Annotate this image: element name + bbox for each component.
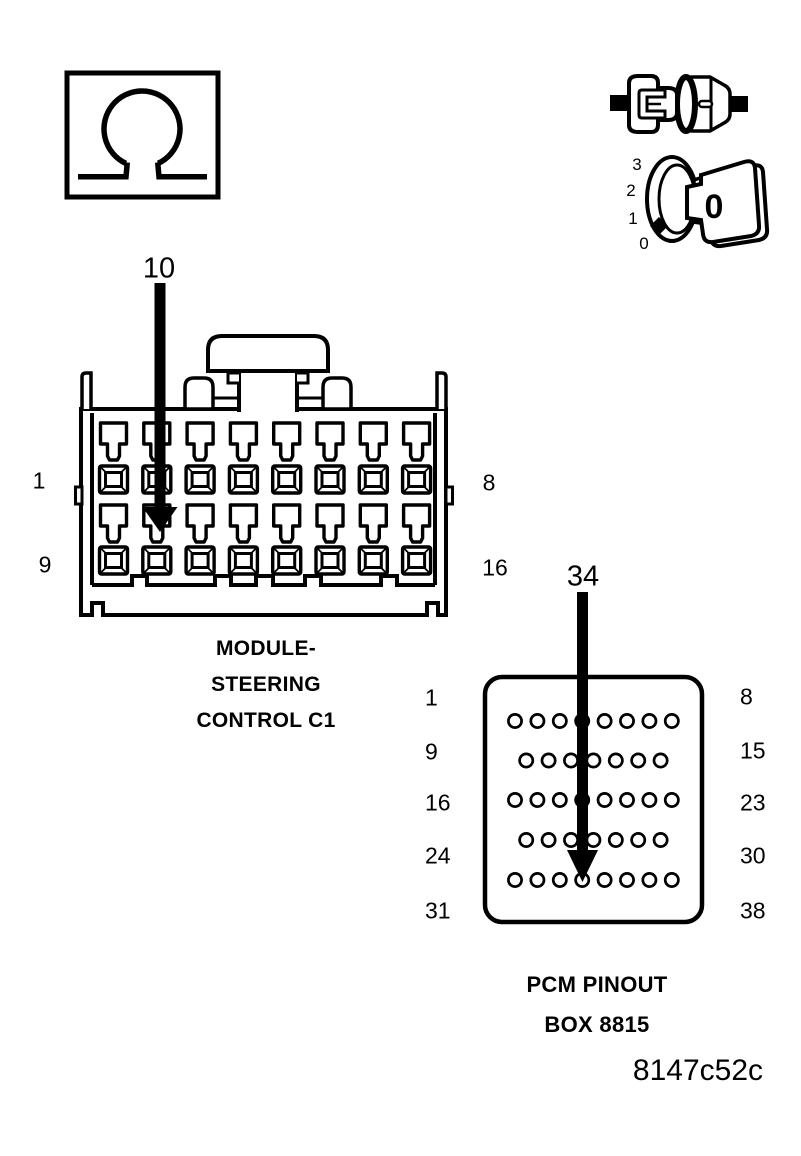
side-latch-right xyxy=(444,485,454,506)
pcm-label-row5-left: 31 xyxy=(425,897,451,924)
pcm-box-outline xyxy=(482,674,705,925)
pcm-label-row4-right: 30 xyxy=(740,842,766,869)
ignition-position-0: 0 xyxy=(639,234,648,253)
pcm-pin-row-5 xyxy=(507,872,680,888)
pcm-label-row3-right: 23 xyxy=(740,789,766,816)
wire-stub-left xyxy=(610,95,628,111)
steering-pin-label-1: 1 xyxy=(32,467,46,494)
caption-line: MODULE- xyxy=(215,637,317,660)
disconnect-connector-icon xyxy=(610,74,748,134)
connector-housing xyxy=(79,407,448,617)
callout-pin-10: 10 xyxy=(142,252,176,285)
wire-stub-right xyxy=(730,96,748,112)
side-latch-left xyxy=(74,485,84,506)
dial-pointer-marker xyxy=(650,217,668,235)
steering-connector-caption: MODULE- STEERING CONTROL C1 xyxy=(196,631,335,739)
pcm-label-row1-right: 8 xyxy=(740,683,753,710)
ignition-position-2: 2 xyxy=(626,181,635,200)
figure-code: 8147c52c xyxy=(632,1054,763,1087)
caption-line: CONTROL C1 xyxy=(196,709,336,732)
ignition-position-3: 3 xyxy=(632,155,641,174)
ignition-off-icon: 0 3 2 1 0 xyxy=(626,155,770,253)
steering-connector-drawing xyxy=(74,283,454,617)
pin-10-arrow xyxy=(142,283,178,532)
pcm-connector-caption: PCM PINOUT BOX 8815 xyxy=(526,965,667,1045)
caption-line: BOX 8815 xyxy=(544,1012,650,1037)
pcm-pinout-drawing xyxy=(482,592,705,925)
steering-pin-label-16: 16 xyxy=(482,554,508,581)
caption-line: PCM PINOUT xyxy=(526,972,668,997)
caption-line: STEERING xyxy=(211,673,321,696)
key-head xyxy=(685,159,762,245)
pcm-pin-row-3 xyxy=(507,792,680,808)
callout-pin-34: 34 xyxy=(566,560,600,593)
pcm-label-row1-left: 1 xyxy=(425,684,438,711)
pcm-label-row2-right: 15 xyxy=(740,737,766,764)
pcm-label-row2-left: 9 xyxy=(425,738,438,765)
pcm-pin-row-4 xyxy=(518,832,669,848)
steering-pin-label-9: 9 xyxy=(38,551,52,578)
ohmmeter-icon xyxy=(64,70,221,200)
pcm-label-row5-right: 38 xyxy=(740,897,766,924)
pcm-label-row3-left: 16 xyxy=(425,789,451,816)
key-position-zero: 0 xyxy=(705,188,724,226)
pcm-pin-row-2 xyxy=(518,752,669,769)
pin-34-arrow xyxy=(567,592,598,882)
pcm-label-row4-left: 24 xyxy=(425,842,451,869)
connector-latch xyxy=(206,334,330,373)
ignition-position-1: 1 xyxy=(628,209,637,228)
steering-pin-label-8: 8 xyxy=(482,469,496,496)
